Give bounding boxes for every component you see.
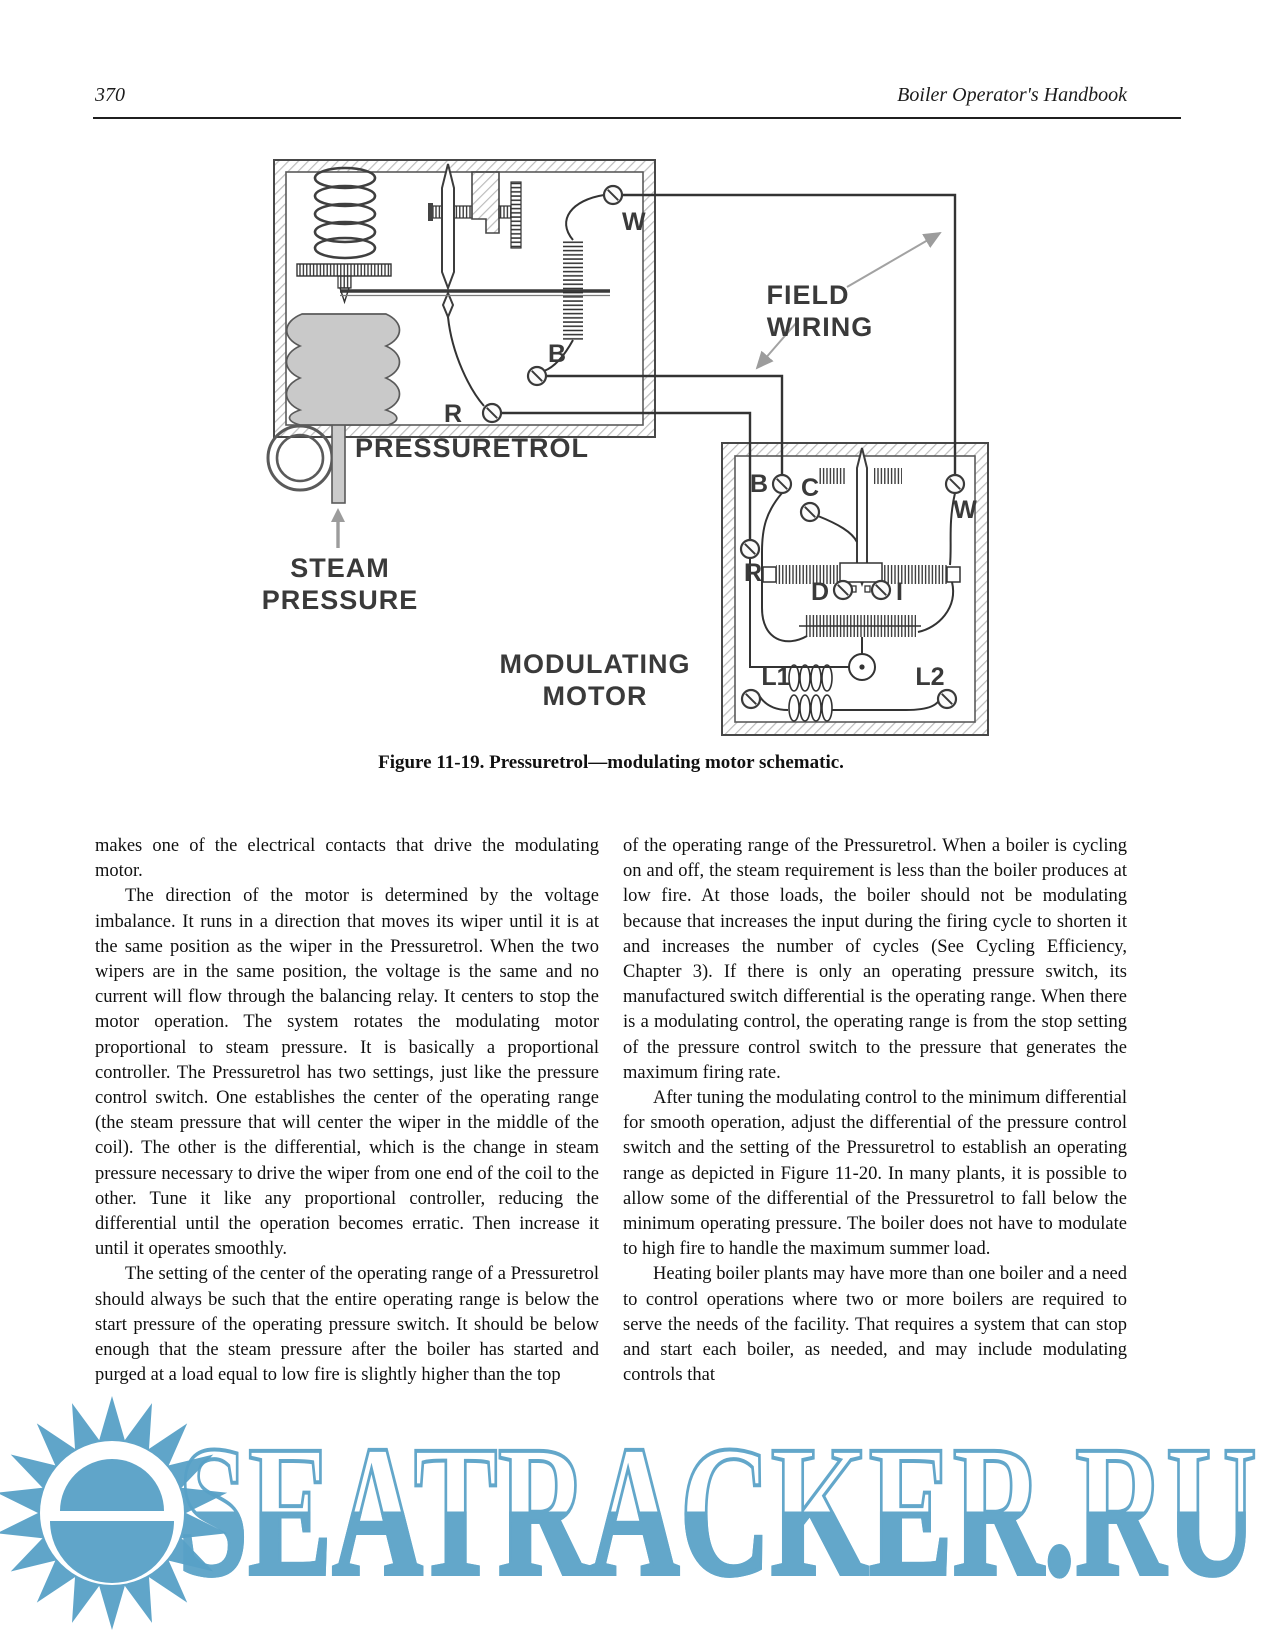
header-rule	[93, 117, 1181, 119]
label-steam-2: PRESSURE	[262, 585, 419, 615]
terminal-screw-pt-r	[481, 402, 503, 424]
terminal-screw-m-c	[799, 501, 821, 523]
spring	[313, 166, 377, 260]
label-field-2: WIRING	[767, 312, 874, 342]
paragraph: After tuning the modulating control to t…	[623, 1088, 1127, 1260]
terminal-label-pt-b: B	[548, 340, 566, 368]
pressuretrol-coil	[563, 240, 583, 340]
label-pressuretrol: PRESSURETROL	[355, 433, 589, 463]
paragraph: of the operating range of the Pressuretr…	[623, 836, 1127, 1083]
steam-pipe	[331, 423, 346, 504]
page-number: 370	[95, 84, 125, 106]
terminal-screw-pt-b	[526, 365, 548, 387]
left-column: makes one of the electrical contacts tha…	[95, 834, 599, 1388]
field-wiring-runs	[501, 193, 957, 539]
running-head: 370 Boiler Operator's Handbook	[95, 84, 1127, 107]
figure-11-19: W B R B C W R D I L1 L2 PRESSURETROL STE…	[190, 140, 1010, 752]
paragraph: The setting of the center of the operati…	[95, 1264, 599, 1386]
motor-internals	[749, 447, 961, 722]
terminal-label-m-w: W	[953, 496, 977, 524]
sun-base	[50, 1521, 174, 1583]
figure-caption: Figure 11-19. Pressuretrol—modulating mo…	[378, 752, 844, 773]
schematic-svg: W B R B C W R D I L1 L2 PRESSURETROL STE…	[262, 159, 989, 736]
body-text: makes one of the electrical contacts tha…	[95, 834, 1127, 1388]
terminal-label-pt-r: R	[444, 400, 462, 428]
motor-wires	[749, 492, 956, 711]
terminal-label-m-b: B	[750, 470, 768, 498]
pressuretrol-wires	[447, 194, 605, 407]
label-motor-1: MODULATING	[500, 649, 691, 679]
sun-logo-icon	[0, 1396, 228, 1630]
terminal-label-m-c: C	[801, 474, 819, 502]
sun-rays	[0, 1396, 228, 1630]
terminal-label-m-d: D	[811, 578, 829, 606]
terminal-screw-m-r	[739, 538, 761, 560]
line-coils	[788, 664, 833, 722]
field-wiring-arrows	[755, 231, 942, 370]
book-title: Boiler Operator's Handbook	[897, 84, 1127, 106]
sun-disc	[40, 1441, 184, 1585]
terminal-screw-m-d	[832, 579, 854, 601]
sun-dome	[60, 1459, 164, 1511]
terminal-label-m-l1: L1	[761, 663, 790, 691]
terminal-screw-m-i	[870, 579, 892, 601]
paragraph: Heating boiler plants may have more than…	[623, 1264, 1127, 1386]
paragraph: makes one of the electrical contacts tha…	[95, 836, 599, 882]
bellows	[285, 313, 401, 426]
terminal-screw-pt-w	[602, 184, 624, 206]
label-field-1: FIELD	[767, 280, 850, 310]
watermark-text: SEATRACKER.RU	[177, 1405, 1259, 1616]
terminal-screw-m-b	[771, 473, 793, 495]
paragraph: The direction of the motor is determined…	[95, 886, 599, 1260]
siphon-loop	[266, 424, 334, 492]
terminal-label-m-l2: L2	[915, 663, 944, 691]
terminal-screw-m-w	[944, 473, 966, 495]
label-steam-1: STEAM	[290, 553, 390, 583]
terminal-label-m-i: I	[896, 578, 903, 606]
terminal-label-m-r: R	[744, 559, 762, 587]
terminal-screw-m-l1	[740, 688, 762, 710]
terminal-screw-m-l2	[936, 688, 958, 710]
right-column: of the operating range of the Pressuretr…	[623, 834, 1127, 1388]
steam-arrow-icon	[331, 508, 345, 548]
label-motor-2: MOTOR	[543, 681, 648, 711]
pointer-needle	[441, 163, 455, 320]
terminal-label-pt-w: W	[622, 208, 646, 236]
